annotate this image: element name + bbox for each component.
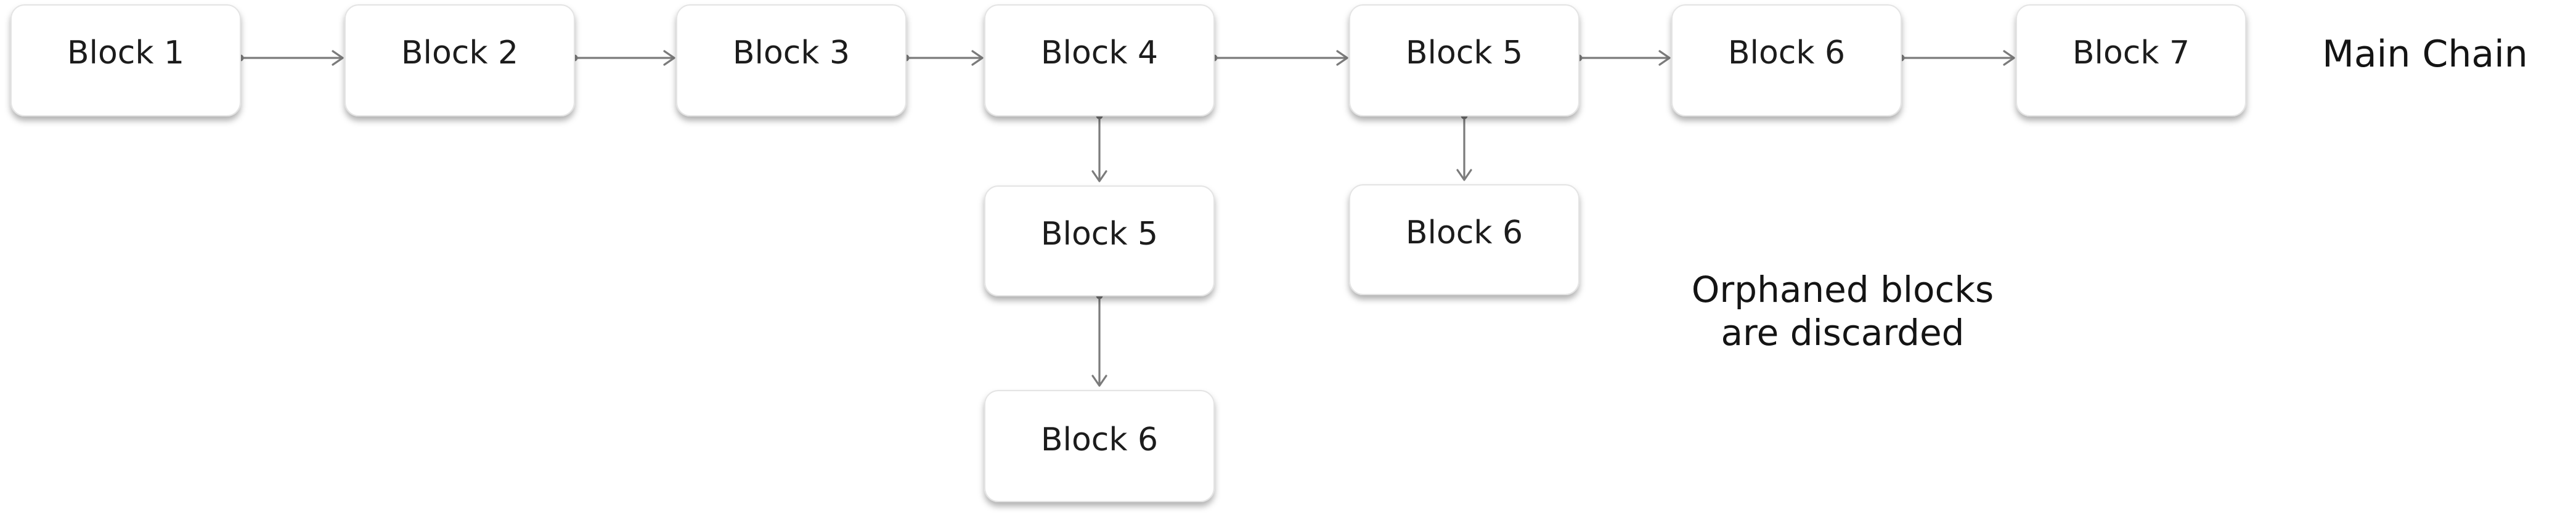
connector-arrow-m5-o6a — [1456, 112, 1472, 181]
arrowhead-icon — [1456, 169, 1472, 181]
block-layer: Block 1 Block 2 Block 3 Block 4 Block 5 … — [10, 4, 2246, 502]
arrowhead-icon — [1336, 50, 1348, 66]
orphan-note-line-1: Orphaned blocks — [1692, 269, 1994, 311]
main-chain-block-5[interactable]: Block 5 — [1349, 4, 1579, 116]
connector-arrow-o5a-o6b — [1091, 292, 1107, 387]
arrowhead-icon — [332, 50, 344, 66]
main-chain-block-4[interactable]: Block 4 — [984, 4, 1215, 116]
block-label: Block 5 — [1406, 35, 1523, 71]
arrowhead-icon — [1091, 170, 1107, 182]
main-chain-block-6[interactable]: Block 6 — [1671, 4, 1902, 116]
arrowhead-icon — [663, 50, 675, 66]
arrowhead-icon — [1091, 375, 1107, 387]
arrowhead-icon — [2003, 50, 2015, 66]
connector-arrow-m2-m3 — [571, 50, 675, 66]
main-chain-label: Main Chain — [2322, 33, 2528, 76]
main-chain-block-2[interactable]: Block 2 — [344, 4, 575, 116]
block-label: Block 4 — [1041, 35, 1158, 71]
connector-arrow-m5-m6 — [1575, 50, 1671, 66]
block-label: Block 2 — [401, 35, 518, 71]
main-chain-block-3[interactable]: Block 3 — [676, 4, 907, 116]
connector-arrow-m1-m2 — [237, 50, 344, 66]
connector-arrow-m4-m5 — [1210, 50, 1348, 66]
main-chain-block-1[interactable]: Block 1 — [10, 4, 241, 116]
connector-arrow-m6-m7 — [1897, 50, 2015, 66]
connector-arrow-m4-o5a — [1091, 112, 1107, 182]
arrowhead-icon — [1658, 50, 1671, 66]
block-label: Block 6 — [1406, 214, 1523, 251]
arrowhead-icon — [971, 50, 984, 66]
block-label: Block 1 — [67, 35, 184, 71]
orphan-block-5[interactable]: Block 5 — [984, 185, 1215, 296]
block-label: Block 5 — [1041, 216, 1158, 253]
main-chain-block-7[interactable]: Block 7 — [2016, 4, 2246, 116]
block-label: Block 3 — [733, 35, 850, 71]
connector-arrow-m3-m4 — [902, 50, 984, 66]
block-label: Block 6 — [1041, 421, 1158, 458]
orphan-block-6-under-block-5[interactable]: Block 6 — [1349, 184, 1579, 295]
orphan-block-6-under-orphan-5[interactable]: Block 6 — [984, 390, 1215, 502]
block-label: Block 6 — [1728, 35, 1845, 71]
orphan-note-line-2: are discarded — [1721, 312, 1965, 354]
block-label: Block 7 — [2073, 35, 2190, 71]
